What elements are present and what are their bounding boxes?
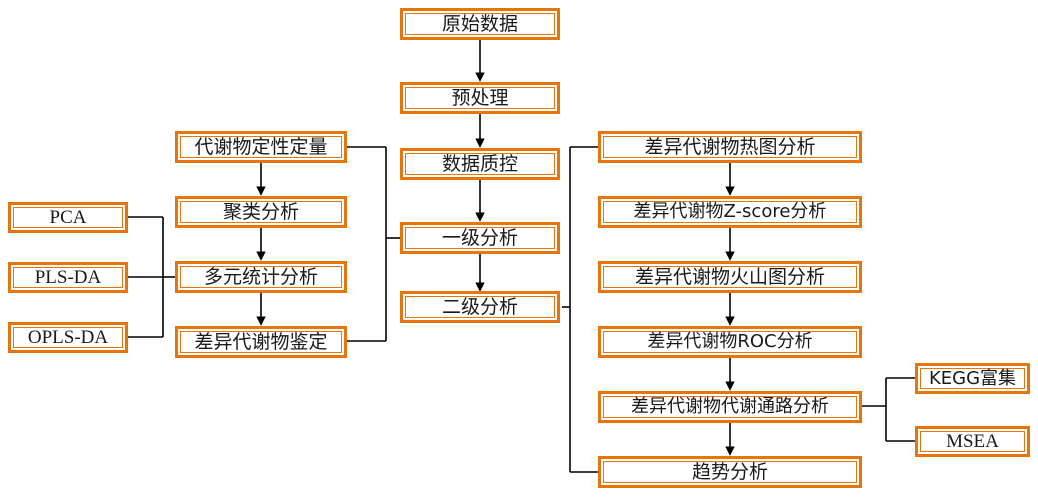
node-pls-da-inner: PLS-DA bbox=[13, 267, 123, 288]
node-zscore-analysis[interactable]: 差异代谢物Z-score分析 bbox=[598, 196, 862, 228]
node-preprocessing[interactable]: 预处理 bbox=[400, 82, 560, 114]
node-metabolite-qualitative-quantitative-inner: 代谢物定性定量 bbox=[180, 136, 342, 158]
node-opls-da[interactable]: OPLS-DA bbox=[8, 322, 128, 353]
node-opls-da-inner: OPLS-DA bbox=[13, 327, 123, 348]
node-roc-analysis[interactable]: 差异代谢物ROC分析 bbox=[598, 326, 862, 358]
node-cluster-analysis-label: 聚类分析 bbox=[222, 200, 299, 223]
node-zscore-analysis-inner: 差异代谢物Z-score分析 bbox=[603, 201, 857, 223]
node-differential-metabolite-identification[interactable]: 差异代谢物鉴定 bbox=[175, 326, 347, 358]
node-kegg-enrichment-label: KEGG富集 bbox=[928, 367, 1017, 389]
node-differential-metabolite-identification-inner: 差异代谢物鉴定 bbox=[180, 331, 342, 353]
node-roc-analysis-inner: 差异代谢物ROC分析 bbox=[603, 331, 857, 353]
node-pls-da-label: PLS-DA bbox=[34, 267, 102, 288]
node-multivariate-statistics-inner: 多元统计分析 bbox=[180, 266, 342, 288]
node-zscore-analysis-label: 差异代谢物Z-score分析 bbox=[633, 201, 827, 222]
node-pca[interactable]: PCA bbox=[8, 202, 128, 233]
node-pca-inner: PCA bbox=[13, 207, 123, 228]
node-msea-label: MSEA bbox=[946, 431, 999, 452]
node-metabolite-qualitative-quantitative[interactable]: 代谢物定性定量 bbox=[175, 131, 347, 163]
node-msea[interactable]: MSEA bbox=[915, 426, 1030, 457]
node-pls-da[interactable]: PLS-DA bbox=[8, 262, 128, 293]
node-metabolite-qualitative-quantitative-label: 代谢物定性定量 bbox=[194, 135, 328, 158]
node-pathway-analysis[interactable]: 差异代谢物代谢通路分析 bbox=[598, 391, 862, 423]
node-cluster-analysis-inner: 聚类分析 bbox=[180, 201, 342, 223]
node-data-qc[interactable]: 数据质控 bbox=[400, 148, 560, 180]
node-msea-inner: MSEA bbox=[920, 431, 1025, 452]
node-heatmap-analysis[interactable]: 差异代谢物热图分析 bbox=[598, 131, 862, 163]
node-primary-analysis[interactable]: 一级分析 bbox=[400, 222, 560, 254]
node-trend-analysis-inner: 趋势分析 bbox=[603, 461, 857, 483]
node-cluster-analysis[interactable]: 聚类分析 bbox=[175, 196, 347, 228]
node-data-qc-inner: 数据质控 bbox=[405, 153, 555, 175]
node-heatmap-analysis-inner: 差异代谢物热图分析 bbox=[603, 136, 857, 158]
node-preprocessing-label: 预处理 bbox=[451, 86, 509, 109]
node-primary-analysis-label: 一级分析 bbox=[441, 226, 518, 249]
node-preprocessing-inner: 预处理 bbox=[405, 87, 555, 109]
node-volcano-analysis-label: 差异代谢物火山图分析 bbox=[634, 265, 825, 288]
node-pathway-analysis-label: 差异代谢物代谢通路分析 bbox=[631, 396, 829, 417]
node-roc-analysis-label: 差异代谢物ROC分析 bbox=[647, 331, 813, 352]
node-raw-data-label: 原始数据 bbox=[441, 12, 518, 35]
node-volcano-analysis[interactable]: 差异代谢物火山图分析 bbox=[598, 261, 862, 293]
node-raw-data-inner: 原始数据 bbox=[405, 13, 555, 35]
node-secondary-analysis[interactable]: 二级分析 bbox=[400, 291, 560, 323]
node-data-qc-label: 数据质控 bbox=[441, 152, 518, 175]
node-multivariate-statistics-label: 多元统计分析 bbox=[203, 265, 318, 288]
node-pca-label: PCA bbox=[49, 207, 87, 228]
node-raw-data[interactable]: 原始数据 bbox=[400, 8, 560, 40]
node-opls-da-label: OPLS-DA bbox=[27, 327, 109, 348]
node-trend-analysis-label: 趋势分析 bbox=[691, 460, 768, 483]
node-pathway-analysis-inner: 差异代谢物代谢通路分析 bbox=[603, 396, 857, 418]
node-secondary-analysis-inner: 二级分析 bbox=[405, 296, 555, 318]
node-volcano-analysis-inner: 差异代谢物火山图分析 bbox=[603, 266, 857, 288]
node-primary-analysis-inner: 一级分析 bbox=[405, 227, 555, 249]
node-trend-analysis[interactable]: 趋势分析 bbox=[598, 456, 862, 488]
node-kegg-enrichment[interactable]: KEGG富集 bbox=[915, 363, 1030, 394]
node-kegg-enrichment-inner: KEGG富集 bbox=[920, 368, 1025, 389]
node-heatmap-analysis-label: 差异代谢物热图分析 bbox=[644, 135, 816, 158]
node-multivariate-statistics[interactable]: 多元统计分析 bbox=[175, 261, 347, 293]
node-secondary-analysis-label: 二级分析 bbox=[441, 295, 518, 318]
node-differential-metabolite-identification-label: 差异代谢物鉴定 bbox=[194, 330, 328, 353]
